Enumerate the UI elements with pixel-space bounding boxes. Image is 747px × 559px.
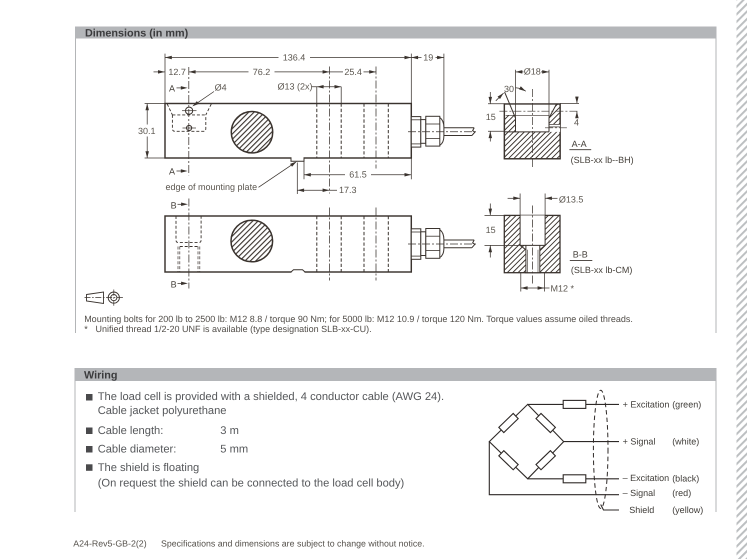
svg-text:B: B: [171, 200, 177, 210]
svg-text:(green): (green): [672, 400, 701, 410]
svg-text:A-A: A-A: [572, 139, 587, 149]
svg-text:Mounting bolts for 200 lb to 2: Mounting bolts for 200 lb to 2500 lb: M1…: [84, 314, 633, 324]
svg-text:15: 15: [486, 112, 496, 122]
svg-text:– Excitation: – Excitation: [623, 473, 670, 483]
svg-text:The load cell is provided with: The load cell is provided with a shielde…: [98, 391, 444, 403]
svg-text:(SLB-xx lb--BH): (SLB-xx lb--BH): [571, 155, 634, 165]
svg-text:Ø18: Ø18: [524, 67, 541, 77]
svg-text:5 mm: 5 mm: [220, 444, 248, 456]
svg-text:25.4: 25.4: [344, 67, 362, 77]
svg-text:(white): (white): [672, 437, 699, 447]
svg-text:A: A: [169, 83, 175, 93]
svg-text:30.1: 30.1: [138, 126, 156, 136]
svg-text:Unified thread 1/2-20 UNF is a: Unified thread 1/2-20 UNF is available (…: [96, 324, 372, 334]
svg-text:The shield is floating: The shield is floating: [98, 462, 200, 474]
svg-text:(black): (black): [672, 473, 699, 483]
svg-text:17.3: 17.3: [339, 185, 357, 195]
svg-text:– Signal: – Signal: [623, 488, 656, 498]
svg-text:B-B: B-B: [573, 250, 588, 260]
svg-text:A: A: [169, 166, 175, 176]
svg-text:Ø13.5: Ø13.5: [559, 194, 584, 204]
svg-text:(yellow): (yellow): [672, 505, 703, 515]
svg-text:4: 4: [574, 118, 579, 128]
svg-text:76.2: 76.2: [253, 67, 271, 77]
svg-text:Ø13 (2x): Ø13 (2x): [278, 82, 313, 92]
svg-text:136.4: 136.4: [283, 53, 306, 63]
svg-text:A24-Rev5-GB-2(2): A24-Rev5-GB-2(2): [73, 538, 146, 548]
svg-text:Shield: Shield: [629, 505, 654, 515]
svg-text:Ø4: Ø4: [215, 82, 227, 92]
svg-text:Specifications and dimensions: Specifications and dimensions are subjec…: [161, 538, 425, 548]
svg-text:19: 19: [423, 53, 433, 63]
svg-text:(SLB-xx lb-CM): (SLB-xx lb-CM): [571, 265, 633, 275]
svg-text:Cable diameter:: Cable diameter:: [98, 444, 177, 456]
svg-text:(On request the shield can be: (On request the shield can be connected …: [98, 478, 405, 490]
svg-text:61.5: 61.5: [349, 170, 367, 180]
svg-text:(red): (red): [672, 488, 691, 498]
svg-text:M12 *: M12 *: [551, 283, 575, 293]
svg-text:*: *: [84, 324, 88, 334]
svg-text:+ Excitation: + Excitation: [623, 400, 670, 410]
svg-text:12.7: 12.7: [168, 67, 186, 77]
svg-text:30: 30: [504, 84, 514, 94]
svg-text:3 m: 3 m: [220, 425, 239, 437]
svg-text:Dimensions (in mm): Dimensions (in mm): [85, 27, 189, 39]
svg-text:15: 15: [486, 225, 496, 235]
svg-text:Wiring: Wiring: [84, 370, 118, 382]
svg-text:edge of mounting plate: edge of mounting plate: [166, 182, 258, 192]
svg-text:Cable jacket polyurethane: Cable jacket polyurethane: [98, 405, 227, 417]
svg-text:+ Signal: + Signal: [623, 437, 656, 447]
svg-text:Cable length:: Cable length:: [98, 425, 164, 437]
svg-text:B: B: [171, 279, 177, 289]
